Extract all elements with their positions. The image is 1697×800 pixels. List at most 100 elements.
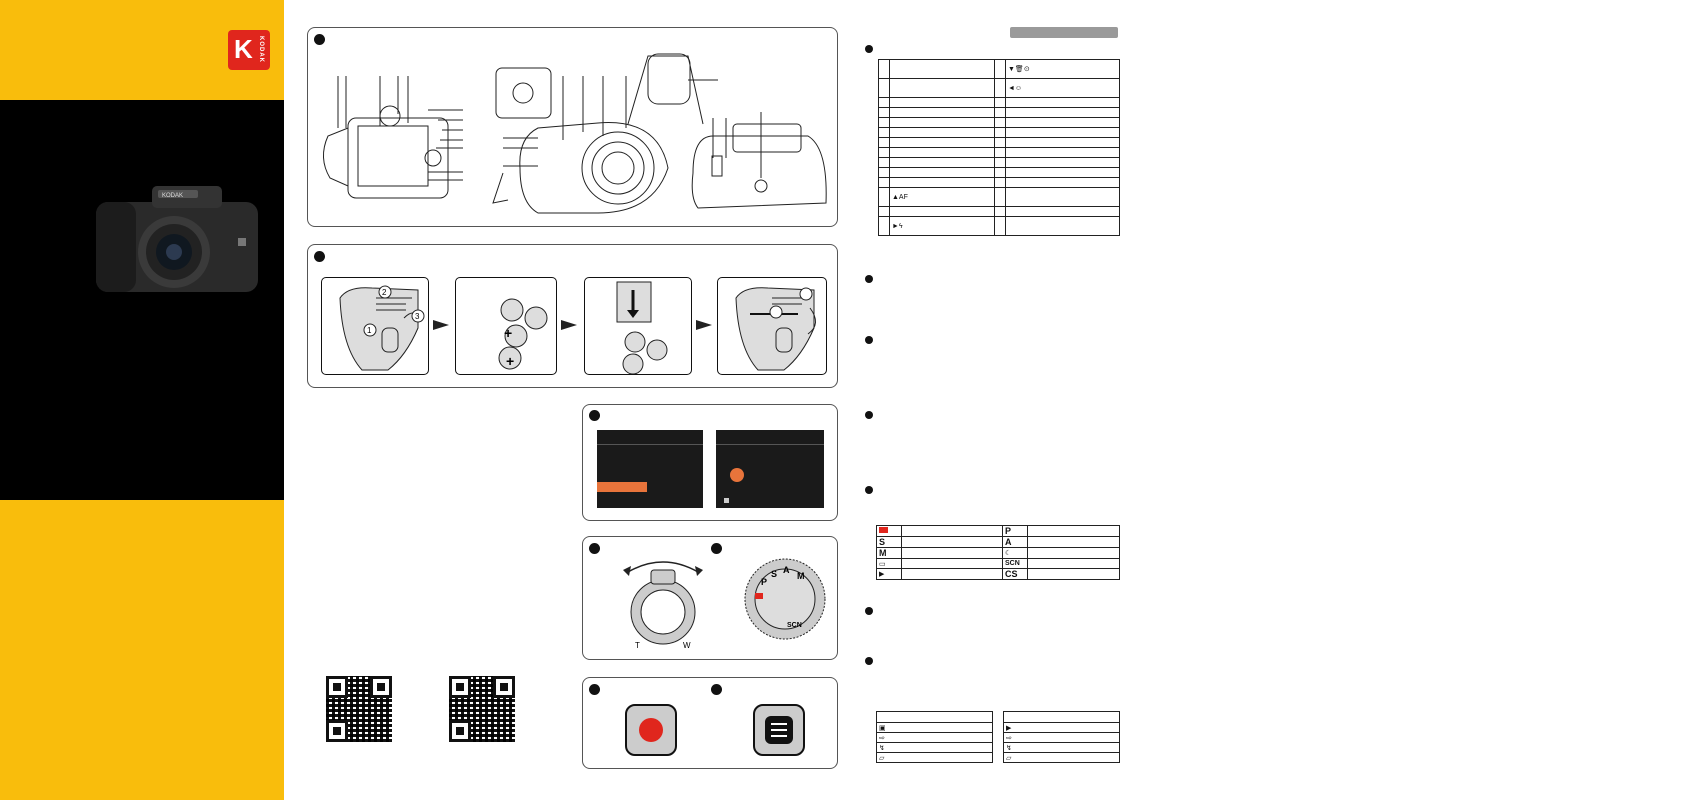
table-row (878, 167, 1120, 178)
plus-sign: + (504, 325, 512, 341)
table-row (878, 206, 1120, 217)
table-row (878, 147, 1120, 158)
dial-letter-scn: SCN (787, 622, 802, 629)
menu-table-right: ▶ ⇨ ↯ ▱ (1003, 711, 1120, 763)
dial-letter-p: P (761, 577, 767, 587)
record-icon (639, 718, 663, 742)
section-bullet (711, 684, 722, 695)
table-row: ↯ (1003, 742, 1120, 753)
language-screens-panel (582, 404, 838, 521)
step-3-image (584, 277, 692, 375)
connect-icon: ↯ (879, 744, 885, 752)
record-button-illustration (625, 704, 677, 756)
plus-sign-2: + (506, 353, 514, 369)
menu-button-illustration (753, 704, 805, 756)
camera-icon (879, 527, 888, 533)
menu-screen-2 (716, 430, 824, 508)
callout-2: 2 (382, 288, 387, 297)
table-row (876, 711, 993, 723)
next-step-arrow (433, 320, 449, 330)
section-bullet (865, 336, 873, 344)
table-row (878, 137, 1120, 148)
parts-diagram-panel (307, 27, 838, 227)
section-bullet (865, 411, 873, 419)
battery-steps-panel: 2 3 1 + + (307, 244, 838, 388)
logo-letter: K (234, 34, 253, 64)
playback-icon: ▶ (1006, 724, 1012, 732)
table-row (878, 157, 1120, 168)
section-bullet (589, 684, 600, 695)
table-row: ▱ (1003, 752, 1120, 763)
setup-icon: ⇨ (879, 734, 885, 742)
logo-word: KODAK (258, 36, 264, 63)
connect-icon: ↯ (1006, 744, 1012, 752)
step-4-image (717, 277, 827, 375)
section-bullet (314, 251, 325, 262)
table-row (878, 127, 1120, 138)
table-row: P (876, 525, 1120, 537)
ok-icon (724, 498, 729, 503)
section-bullet (711, 543, 722, 554)
dial-letter-a: A (783, 565, 790, 575)
table-row: ⇨ (1003, 732, 1120, 743)
table-row: ⇨ (876, 732, 993, 743)
section-bullet (865, 607, 873, 615)
camera-product-image: KODAK (96, 186, 258, 292)
cover-black-band: KODAK (0, 100, 284, 500)
table-row: ▭SCN (876, 558, 1120, 569)
section-bullet (589, 410, 600, 421)
table-row: ▣ (876, 722, 993, 733)
auto-mode-icon (755, 593, 763, 599)
section-bullet (865, 486, 873, 494)
zoom-lever-illustration: T W (623, 561, 703, 650)
qr-code-1 (326, 676, 392, 742)
zoom-tele-label: T (635, 641, 640, 650)
table-row: ▲AF (878, 187, 1120, 207)
section-bullet (589, 543, 600, 554)
panorama-icon: ▭ (879, 560, 886, 568)
cover-bottom-band (0, 500, 284, 800)
next-step-arrow (696, 320, 712, 330)
dial-letter-s: S (771, 569, 777, 579)
portrait-night-icon: ☾ (1005, 550, 1012, 557)
dial-letter-m: M (797, 571, 805, 581)
table-row: ▼🗑⊙ (878, 59, 1120, 79)
video-icon: ▶ (879, 571, 885, 578)
table-row: ◄☺ (878, 78, 1120, 98)
section-bullet (314, 34, 325, 45)
table-row (878, 107, 1120, 118)
table-row (878, 117, 1120, 128)
folder-icon: ▱ (879, 754, 885, 762)
section-bullet (865, 275, 873, 283)
table-row: ↯ (876, 742, 993, 753)
callout-3: 3 (415, 312, 420, 321)
zoom-wide-label: W (683, 641, 691, 650)
table-row (878, 97, 1120, 108)
camera-brand-text: KODAK (162, 193, 183, 199)
table-row (878, 177, 1120, 188)
table-row: ▶ (1003, 722, 1120, 733)
section-bullet (865, 657, 873, 665)
selected-menu-item (597, 482, 647, 492)
photo-settings-icon: ▣ (879, 724, 886, 732)
folder-icon: ▱ (1006, 754, 1012, 762)
table-row: ▱ (876, 752, 993, 763)
qr-code-2 (449, 676, 515, 742)
menu-icon (765, 716, 793, 744)
camera-parts-illustration (323, 53, 827, 214)
setup-icon: ⇨ (1006, 734, 1012, 742)
table-row (1003, 711, 1120, 723)
kodak-logo: K KODAK (228, 30, 270, 70)
menu-table-left: ▣ ⇨ ↯ ▱ (876, 711, 993, 763)
buttons-panel (582, 677, 838, 769)
callout-1: 1 (367, 326, 372, 335)
table-row: ►ϟ (878, 216, 1120, 236)
table-row: M☾ (876, 547, 1120, 559)
menu-screen-1 (597, 430, 703, 508)
header-gray-bar (1010, 27, 1118, 38)
section-bullet (865, 45, 873, 53)
step-2-image: + + (455, 277, 557, 375)
step-1-image: 2 3 1 (321, 277, 429, 375)
